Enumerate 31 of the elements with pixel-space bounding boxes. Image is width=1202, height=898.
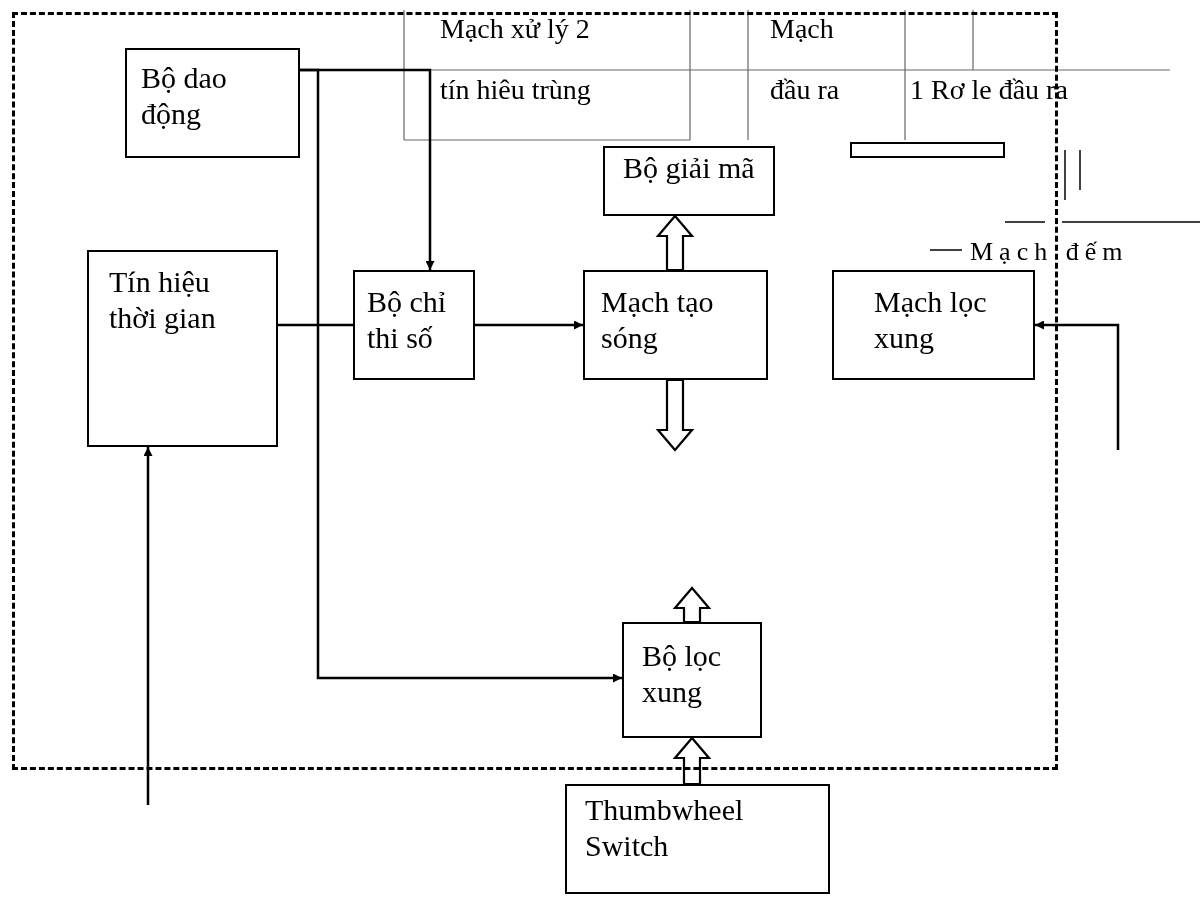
hollow-arrow bbox=[672, 736, 712, 786]
process-box bbox=[832, 270, 1035, 380]
process-box bbox=[125, 48, 300, 158]
process-box bbox=[622, 622, 762, 738]
box-label: Tín hiệu thời gian bbox=[109, 264, 217, 336]
box-label: Mạch lọc xung bbox=[874, 284, 988, 356]
process-box bbox=[87, 250, 278, 447]
box-label: Bộ lọc xung bbox=[642, 638, 723, 710]
table-text: Mạch xử lý 2 bbox=[440, 14, 590, 45]
process-box bbox=[583, 270, 768, 380]
hollow-arrow bbox=[655, 214, 695, 272]
table-text: tín hiêu trùng bbox=[440, 75, 591, 106]
arrow bbox=[143, 447, 153, 805]
box-label: Thumbwheel Switch bbox=[585, 792, 745, 864]
process-box bbox=[353, 270, 475, 380]
process-box bbox=[565, 784, 830, 894]
hollow-arrow bbox=[672, 586, 712, 624]
partial-box bbox=[850, 142, 1005, 158]
box-label: Bộ chỉ thi số bbox=[367, 284, 448, 356]
table-text: Mạch bbox=[770, 14, 834, 45]
connector-line bbox=[278, 323, 353, 327]
circuit-label: Mạch đếm bbox=[970, 238, 1129, 267]
box-label: Bộ dao động bbox=[141, 60, 228, 132]
process-box bbox=[603, 146, 775, 216]
arrow bbox=[300, 68, 622, 683]
arrow bbox=[1035, 320, 1120, 450]
box-label: Mạch tạo sóng bbox=[601, 284, 715, 356]
table-text: đầu ra bbox=[770, 75, 840, 106]
arrow bbox=[475, 320, 583, 330]
box-label: Bộ giải mã bbox=[623, 150, 756, 186]
hollow-arrow bbox=[655, 378, 695, 452]
